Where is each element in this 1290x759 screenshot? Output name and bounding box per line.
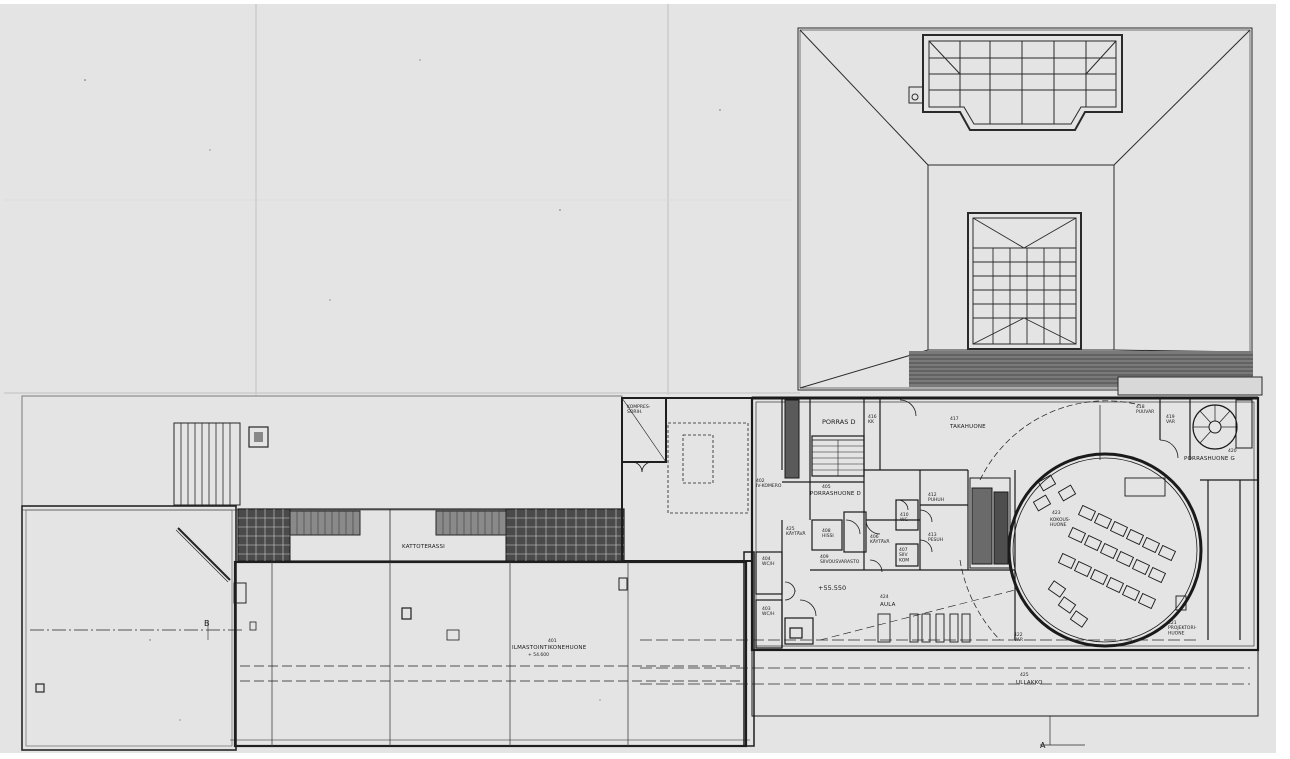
section-a-marker: A xyxy=(1040,741,1046,750)
meeting-seats xyxy=(1032,474,1187,628)
room-423-number: 423 xyxy=(1052,510,1061,516)
room-423-name: KOKOUS-HUONE xyxy=(1050,517,1071,528)
room-405-name: PORRASHUONE D xyxy=(810,491,861,497)
room-417-name: TAKAHUONE xyxy=(949,424,986,430)
aula-furniture xyxy=(819,589,1016,643)
room-424-name: AULA xyxy=(880,602,896,608)
room-425-ullakko-name: ULLAKKO xyxy=(1016,680,1043,686)
room-417-number: 417 xyxy=(950,416,959,422)
floor-level-main: +55.550 xyxy=(818,584,846,592)
scan-noise xyxy=(84,59,721,721)
room-405-number: 405 xyxy=(822,484,831,490)
staircase-g-spiral xyxy=(1192,399,1253,450)
section-b-marker: B xyxy=(204,619,210,628)
paper-fold-lines xyxy=(4,4,800,395)
kompressori-label: KOMPRES-SORIH. xyxy=(627,404,651,415)
roof-eave-hatch xyxy=(909,351,1263,396)
room-porras-d: PORRAS D xyxy=(822,418,855,426)
staircase-central xyxy=(969,477,1011,569)
main-floor-outline xyxy=(750,396,1260,717)
kattoterassi-zone xyxy=(237,508,625,562)
room-401-name: ILMASTOINTIKONEHUONE xyxy=(512,645,587,651)
paper-edge-white xyxy=(1276,0,1290,759)
ilmastointi-room xyxy=(230,560,750,748)
room-420-number: 420 xyxy=(1228,448,1237,454)
dashed-service-lines xyxy=(640,639,1250,746)
roof-plan xyxy=(797,27,1253,391)
paper-edge-bottom xyxy=(0,753,1290,759)
kattoterassi-label: KATTOTERASSI xyxy=(402,544,445,550)
room-424-number: 424 xyxy=(880,594,889,600)
paper-edge-top xyxy=(0,0,1290,4)
door-swings xyxy=(631,399,1179,617)
staircase-d xyxy=(784,399,865,479)
room-401-number: 401 xyxy=(548,638,557,644)
room-420-name: PORRASHUONE G xyxy=(1184,456,1235,462)
room-425-ullakko-number: 425 xyxy=(1020,672,1029,678)
room-401-level: + 54.600 xyxy=(528,652,549,658)
meeting-room-circle xyxy=(959,400,1203,648)
